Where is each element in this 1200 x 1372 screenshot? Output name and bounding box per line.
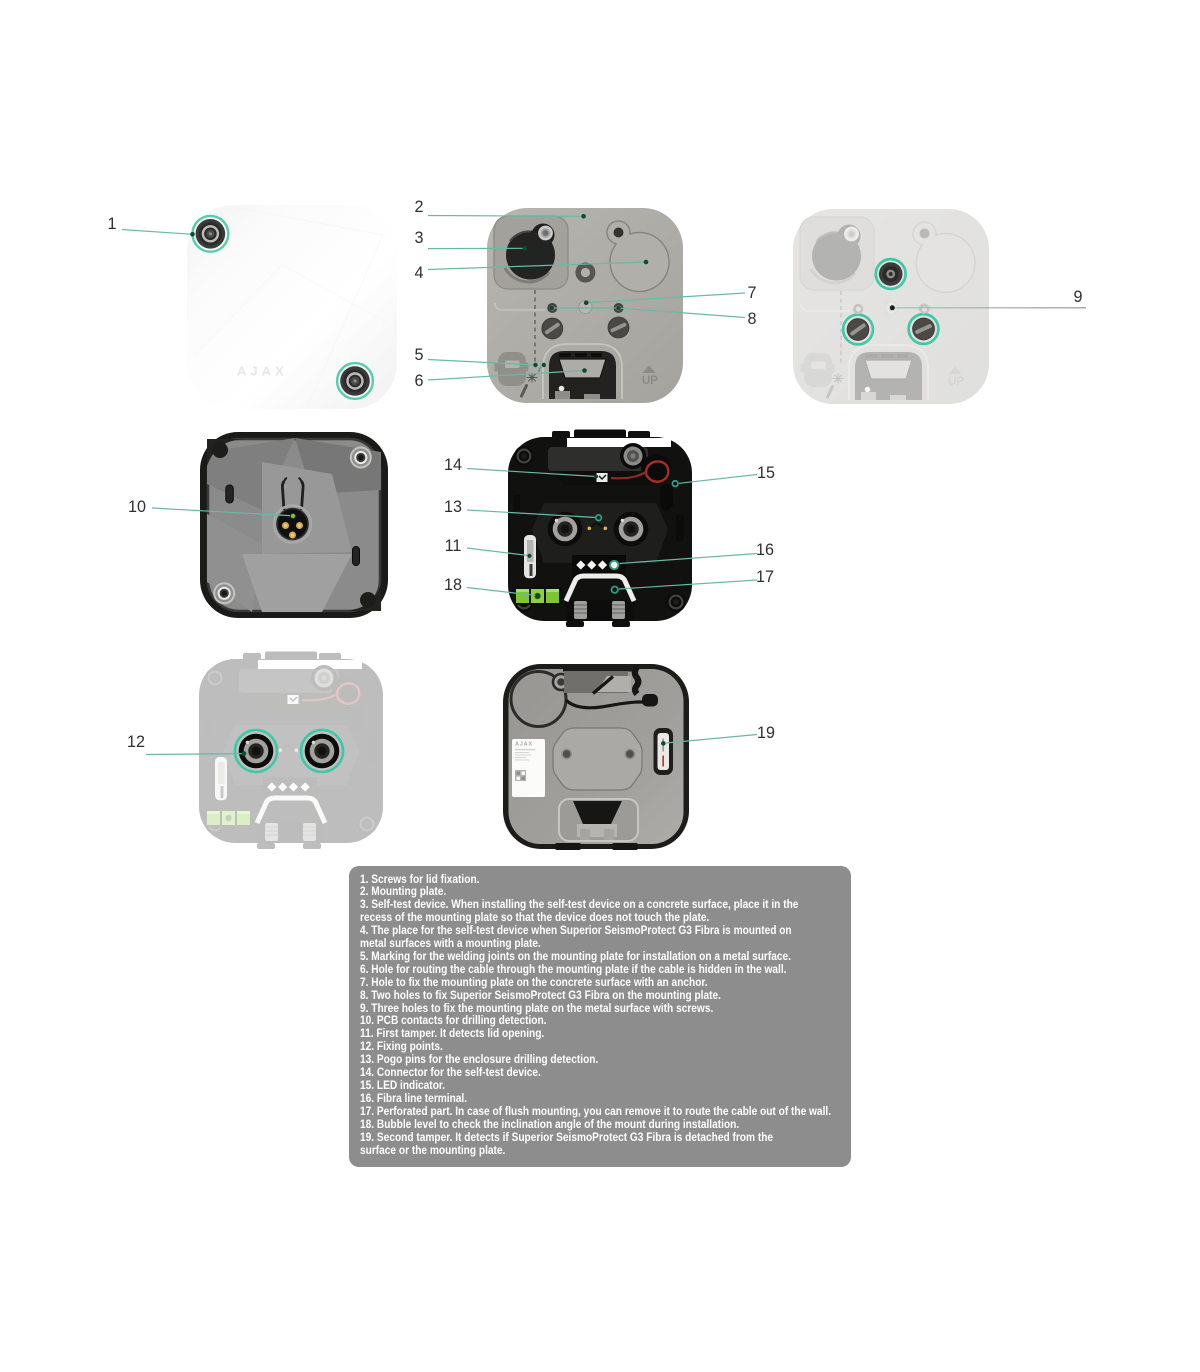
svg-text:AJAX: AJAX — [515, 742, 533, 748]
svg-text:AJAX: AJAX — [237, 364, 288, 379]
